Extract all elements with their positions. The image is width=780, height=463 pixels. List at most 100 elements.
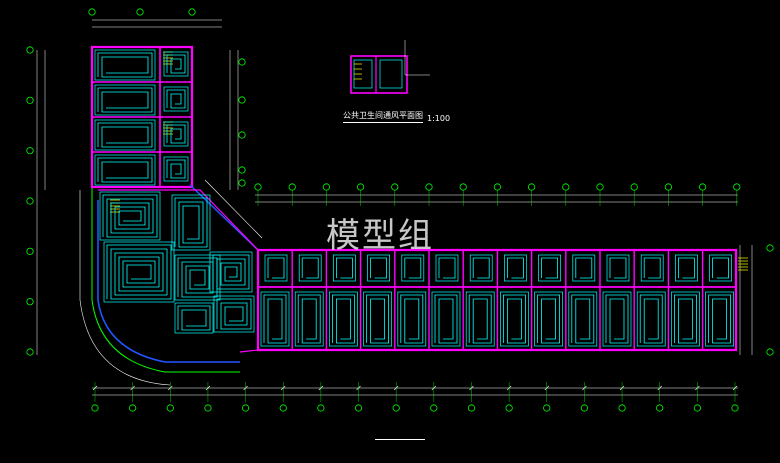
axis-main-top-13 bbox=[664, 183, 673, 191]
main-room-5-coil bbox=[400, 294, 424, 344]
diagonal-dim bbox=[204, 179, 263, 239]
main-room-8-coil bbox=[503, 294, 526, 344]
axis-left-2 bbox=[26, 96, 34, 104]
left-room-2-coil bbox=[97, 87, 153, 113]
main-bath-13-coil bbox=[678, 257, 695, 279]
main-room-1-coil bbox=[263, 294, 287, 344]
main-room-12-coil bbox=[639, 294, 663, 344]
axis-bottom-9 bbox=[392, 404, 400, 412]
axis-bottom-8 bbox=[354, 404, 363, 412]
main-room-4-outline bbox=[363, 291, 392, 347]
main-room-13-outline bbox=[671, 291, 700, 347]
axis-bottom-1 bbox=[91, 404, 99, 412]
main-room-14-outline bbox=[705, 291, 734, 347]
main-room-6-outline bbox=[431, 291, 461, 347]
axis-main-top-1 bbox=[254, 183, 262, 191]
left-bath-1-outline bbox=[163, 51, 189, 77]
main-bath-5-outline bbox=[401, 254, 425, 282]
main-bath-1-coil bbox=[267, 257, 285, 279]
axis-left-5 bbox=[26, 247, 34, 255]
main-bath-14-coil bbox=[712, 257, 729, 279]
left-room-4-coil bbox=[97, 157, 153, 183]
main-room-9-coil bbox=[537, 294, 560, 344]
central-room-2-outline bbox=[103, 241, 175, 303]
axis-bottom-17 bbox=[693, 404, 701, 412]
axis-main-top-2 bbox=[288, 183, 296, 191]
axis-bottom-6 bbox=[279, 404, 287, 412]
curved-dimension bbox=[79, 190, 171, 386]
axis-main-right-1 bbox=[766, 244, 774, 252]
axis-bubbles bbox=[26, 8, 774, 412]
main-bath-10-outline bbox=[572, 254, 596, 282]
axis-bottom-2 bbox=[129, 404, 137, 412]
axis-left-6 bbox=[26, 298, 34, 306]
axis-top-left-1 bbox=[88, 8, 96, 16]
axis-left-1 bbox=[26, 46, 34, 54]
detail-fixture-right bbox=[379, 59, 403, 89]
left-room-1-coil bbox=[97, 52, 153, 78]
main-bath-3-outline bbox=[333, 254, 356, 282]
axis-top-left-2 bbox=[136, 8, 144, 16]
main-room-1-outline bbox=[260, 291, 290, 347]
detail-outline bbox=[350, 55, 408, 94]
central-room-3-outline bbox=[171, 194, 211, 251]
central-room-1-outline bbox=[99, 191, 161, 241]
central-room-5-outline bbox=[209, 251, 253, 293]
left-bath-1-coil bbox=[166, 54, 186, 74]
axis-main-top-9 bbox=[527, 183, 536, 191]
axis-main-top-14 bbox=[698, 183, 707, 191]
main-room-11-outline bbox=[602, 291, 632, 347]
main-room-10-coil bbox=[571, 294, 595, 344]
axis-bottom-11 bbox=[467, 404, 476, 412]
axis-main-top-11 bbox=[596, 183, 604, 191]
left-bath-3-outline bbox=[163, 121, 189, 147]
main-bath-14-outline bbox=[709, 254, 732, 282]
main-room-9-outline bbox=[534, 291, 563, 347]
main-bath-12-outline bbox=[640, 254, 664, 282]
axis-bottom-13 bbox=[543, 404, 551, 412]
main-bath-9-coil bbox=[541, 257, 558, 279]
main-room-12-outline bbox=[636, 291, 666, 347]
main-bath-9-outline bbox=[538, 254, 561, 282]
axis-bottom-18 bbox=[731, 404, 739, 412]
left-bath-2-coil bbox=[166, 89, 186, 109]
axis-main-top-5 bbox=[391, 183, 399, 191]
left-bath-4-coil bbox=[166, 159, 186, 179]
central-room-2-coil bbox=[106, 244, 172, 300]
axis-bottom-15 bbox=[618, 404, 626, 412]
junction-wall bbox=[98, 189, 259, 353]
title-underline bbox=[375, 439, 425, 440]
main-bath-1-outline bbox=[264, 254, 288, 282]
main-bath-6-outline bbox=[435, 254, 459, 282]
main-bath-8-outline bbox=[504, 254, 527, 282]
left-room-3-outline bbox=[94, 119, 156, 151]
central-room-1-coil bbox=[102, 194, 158, 238]
central-room-4-coil bbox=[177, 257, 218, 298]
central-room-7-coil bbox=[216, 298, 252, 330]
axis-main-top-12 bbox=[630, 183, 638, 191]
axis-left-3 bbox=[26, 147, 34, 155]
curved-facade-outer bbox=[91, 188, 240, 373]
left-bath-4-outline bbox=[163, 156, 189, 182]
main-bath-7-coil bbox=[472, 257, 490, 279]
detail-title: 公共卫生间通风平面图 bbox=[343, 110, 423, 123]
axis-main-top-15 bbox=[733, 183, 741, 191]
left-room-2-outline bbox=[94, 84, 156, 116]
main-room-6-coil bbox=[434, 294, 458, 344]
main-bath-6-coil bbox=[438, 257, 456, 279]
main-room-3-coil bbox=[332, 294, 355, 344]
main-room-10-outline bbox=[568, 291, 598, 347]
axis-bottom-10 bbox=[430, 404, 438, 412]
main-bath-12-coil bbox=[643, 257, 661, 279]
axis-right-2 bbox=[238, 96, 246, 104]
curved-facade-inner bbox=[97, 200, 240, 363]
axis-main-top-3 bbox=[322, 183, 330, 191]
main-bath-2-outline bbox=[298, 254, 322, 282]
main-room-5-outline bbox=[397, 291, 427, 347]
axis-main-top-6 bbox=[425, 183, 433, 191]
axis-left-7 bbox=[26, 348, 34, 356]
axis-bottom-7 bbox=[317, 404, 325, 412]
walls bbox=[79, 45, 748, 386]
axis-right-1 bbox=[238, 58, 246, 66]
